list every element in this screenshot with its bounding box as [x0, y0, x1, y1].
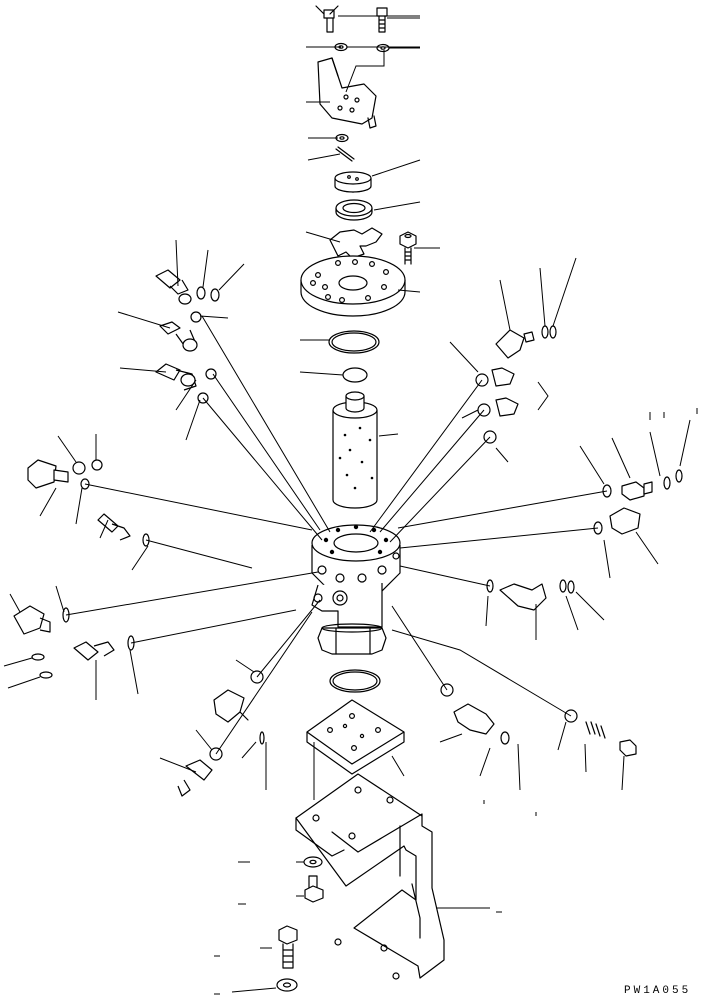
tee-fitting-right-3 — [609, 507, 641, 535]
o-ring-left-3b — [197, 392, 209, 404]
o-ring-right-5a — [486, 579, 494, 593]
o-ring-right-1a — [541, 325, 549, 339]
seal-ring — [335, 199, 373, 221]
o-ring-lower-right-c — [564, 709, 578, 723]
swivel-body — [311, 524, 401, 594]
mounting-bracket — [295, 773, 445, 980]
washer-bottom-2 — [276, 978, 298, 992]
o-ring-left-4b — [91, 459, 103, 471]
o-ring-right-3c — [675, 469, 683, 483]
spring — [585, 721, 606, 739]
elbow-fitting-lower-right — [453, 703, 495, 735]
seal-left-a — [31, 653, 45, 661]
o-ring-lower-right-b — [500, 731, 510, 745]
elbow-fitting-left-1 — [155, 269, 192, 305]
seal-lower-left — [259, 731, 265, 745]
washer-bottom-1 — [303, 856, 323, 868]
o-ring-lower-left-a — [250, 670, 264, 684]
o-ring-large — [328, 330, 380, 354]
tee-fitting-left — [27, 459, 69, 489]
straight-fitting-lower-left — [177, 759, 213, 797]
bolt-bottom-1 — [304, 875, 324, 903]
leader-lines — [3, 15, 691, 993]
o-ring-left-3a — [205, 368, 217, 380]
lock-washer — [329, 227, 383, 259]
o-ring-right-1b — [549, 325, 557, 339]
o-ring-left-1a — [196, 286, 206, 300]
elbow-fitting-left-2 — [159, 321, 198, 352]
o-ring-right-5b — [559, 579, 567, 593]
o-ring-small — [342, 367, 368, 383]
wing-bolt — [315, 5, 339, 33]
washer-top-right — [376, 43, 390, 53]
o-ring-right-3b — [663, 476, 671, 490]
straight-fitting-right-2 — [621, 481, 653, 501]
seal-left-b — [39, 671, 53, 679]
disc — [334, 171, 372, 193]
elbow-fitting-left-6 — [13, 605, 51, 635]
label-ticks — [214, 408, 698, 995]
o-ring-lower-right-a — [440, 683, 454, 697]
hex-nut-base — [317, 623, 387, 655]
socket-cap-screw — [399, 231, 417, 265]
o-ring-left-4a — [72, 461, 86, 475]
o-ring-left-1b — [210, 288, 220, 302]
elbow-fitting-lower-left — [213, 689, 249, 723]
o-ring-lower-left-b — [209, 747, 223, 761]
mounting-plate — [306, 699, 405, 775]
flange-plate — [300, 255, 406, 317]
o-ring-left-6 — [62, 607, 70, 623]
lever-plate — [317, 57, 377, 129]
o-ring-left-7 — [127, 635, 135, 651]
bolt-bottom-2 — [278, 925, 298, 969]
spring-pin — [335, 146, 355, 162]
swivel-lower-body — [311, 583, 383, 628]
o-ring-right-5c — [567, 580, 575, 594]
figure-code: PW1A055 — [624, 985, 691, 997]
elbow-fitting-right-4 — [499, 583, 547, 611]
elbow-fitting-left-3 — [155, 363, 197, 391]
o-ring-right-2c — [483, 430, 497, 444]
o-ring-right-2a — [475, 373, 489, 387]
o-ring-lower — [329, 669, 381, 693]
elbow-fitting-right-1 — [495, 329, 535, 359]
o-ring-left-5 — [142, 533, 150, 547]
o-ring-right-3a — [602, 484, 612, 498]
o-ring-left-4c — [80, 478, 90, 490]
spool-shaft — [332, 391, 378, 509]
hex-bolt-top — [376, 7, 388, 33]
assembly-lines — [65, 315, 608, 755]
elbow-fitting-left-7 — [73, 641, 115, 661]
plug-cap — [619, 739, 637, 757]
o-ring-left-2 — [190, 311, 202, 323]
tee-fitting-right-1 — [491, 367, 519, 417]
elbow-fitting-left-5 — [97, 513, 131, 541]
